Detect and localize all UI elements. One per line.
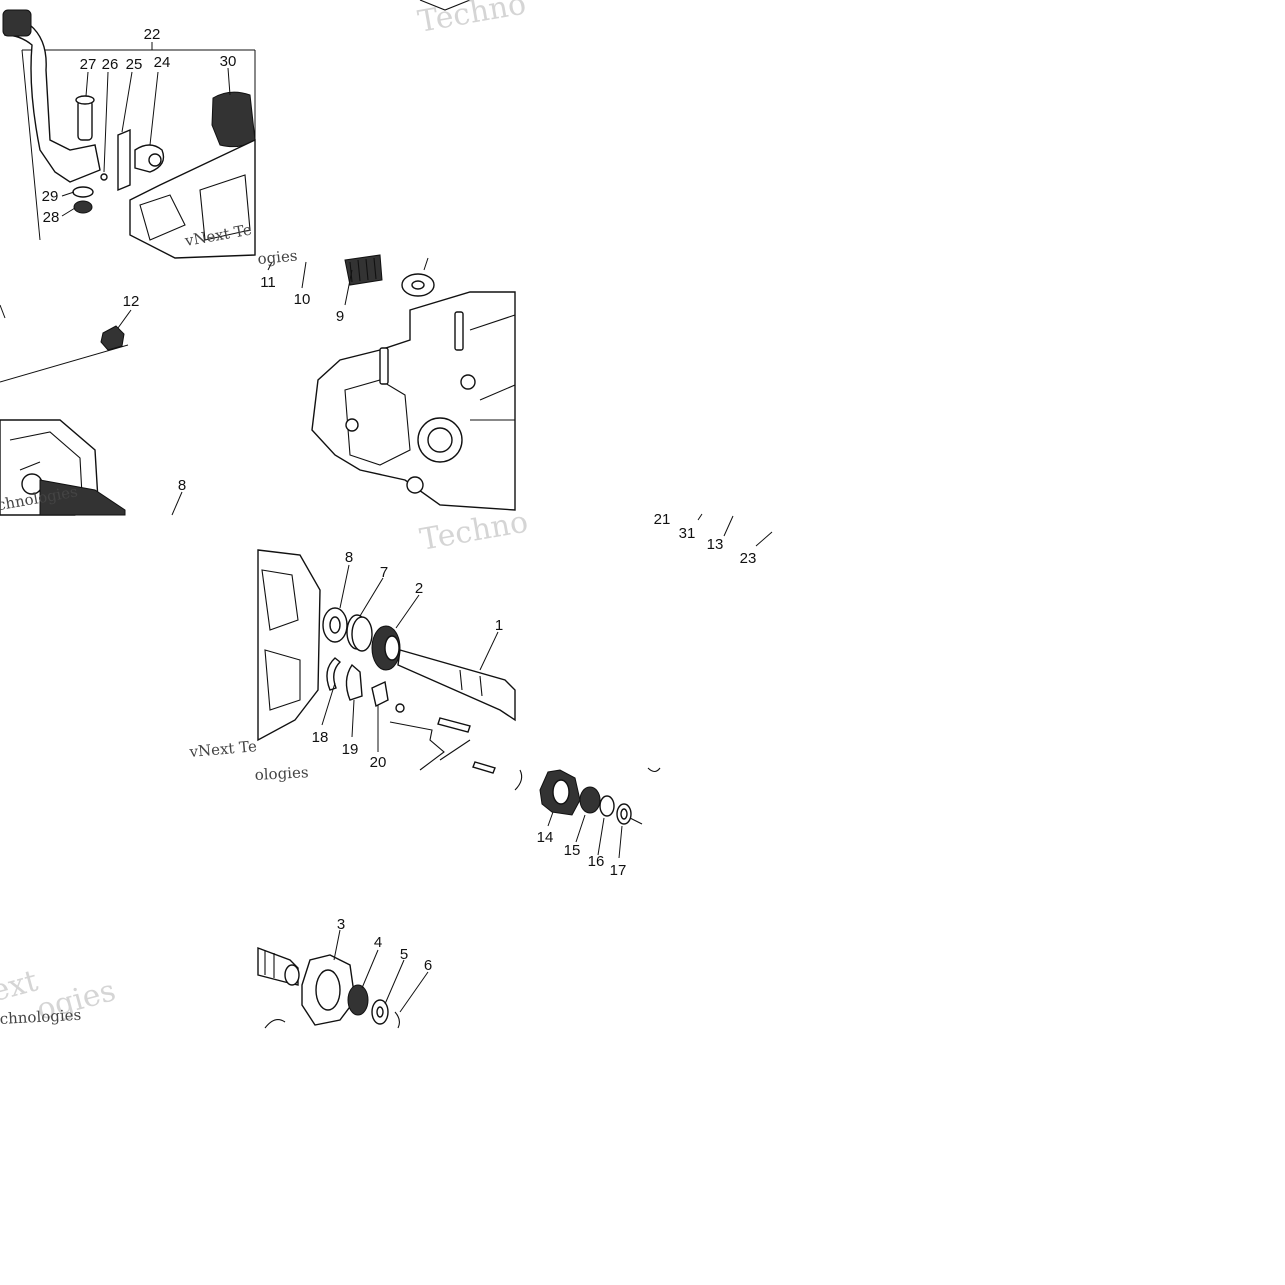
callout-6: 6 bbox=[424, 957, 432, 974]
callout-11: 11 bbox=[260, 274, 276, 291]
kick-shaft-assembly: 8 7 2 1 18 19 20 vNext Te ologies bbox=[188, 549, 516, 784]
watermark-text: Techno bbox=[417, 504, 530, 557]
callout-21: 21 bbox=[654, 511, 671, 528]
callout-20: 20 bbox=[370, 754, 387, 771]
callout-9: 9 bbox=[336, 308, 344, 325]
watermark-text: ogies bbox=[257, 247, 298, 268]
callout-26: 26 bbox=[102, 56, 119, 73]
callout-30: 30 bbox=[220, 53, 237, 70]
top-strip-fragment: Techno bbox=[415, 0, 529, 40]
watermark-text: vNext Te bbox=[188, 737, 258, 761]
output-gear-assembly: 3 4 5 6 bbox=[257, 916, 432, 1029]
callout-28: 28 bbox=[43, 209, 60, 226]
callout-5: 5 bbox=[400, 946, 408, 963]
kick-lever-assembly: 22 27 26 25 24 30 29 28 vNext Te bbox=[2, 9, 256, 259]
callout-24: 24 bbox=[154, 54, 171, 71]
callout-18: 18 bbox=[312, 729, 329, 746]
crankcase-assembly: 11 10 9 ogies Techno bbox=[257, 247, 531, 558]
callout-4: 4 bbox=[374, 934, 382, 951]
watermark-text: chnologies bbox=[0, 1006, 82, 1028]
callout-19: 19 bbox=[342, 741, 359, 758]
callout-16: 16 bbox=[588, 853, 605, 870]
callout-13: 13 bbox=[707, 536, 724, 553]
callout-8-lower: 8 bbox=[345, 549, 353, 566]
callout-25: 25 bbox=[126, 56, 143, 73]
callout-17: 17 bbox=[610, 862, 627, 879]
idler-gear-assembly: 14 15 16 17 bbox=[514, 767, 661, 879]
watermark-text: ologies bbox=[254, 763, 309, 784]
callout-15: 15 bbox=[564, 842, 581, 859]
callout-31: 31 bbox=[679, 525, 696, 542]
callout-3: 3 bbox=[337, 916, 345, 933]
watermark-text: Techno bbox=[415, 0, 528, 40]
callout-8-upper: 8 bbox=[178, 477, 186, 494]
callout-12: 12 bbox=[123, 293, 140, 310]
callout-14: 14 bbox=[537, 829, 554, 846]
callout-27: 27 bbox=[80, 56, 97, 73]
callout-7: 7 bbox=[380, 564, 388, 581]
callout-22: 22 bbox=[144, 26, 161, 43]
cover-assembly-left: 12 8 chnologies bbox=[0, 293, 186, 516]
callout-1: 1 bbox=[495, 617, 503, 634]
callout-23: 23 bbox=[740, 550, 757, 567]
idler-parts-labels: 21 31 13 23 bbox=[654, 511, 773, 567]
callout-10: 10 bbox=[294, 291, 311, 308]
callout-2: 2 bbox=[415, 580, 423, 597]
callout-29: 29 bbox=[42, 188, 59, 205]
bottom-left-fragment: ext ogies chnologies bbox=[0, 963, 119, 1028]
